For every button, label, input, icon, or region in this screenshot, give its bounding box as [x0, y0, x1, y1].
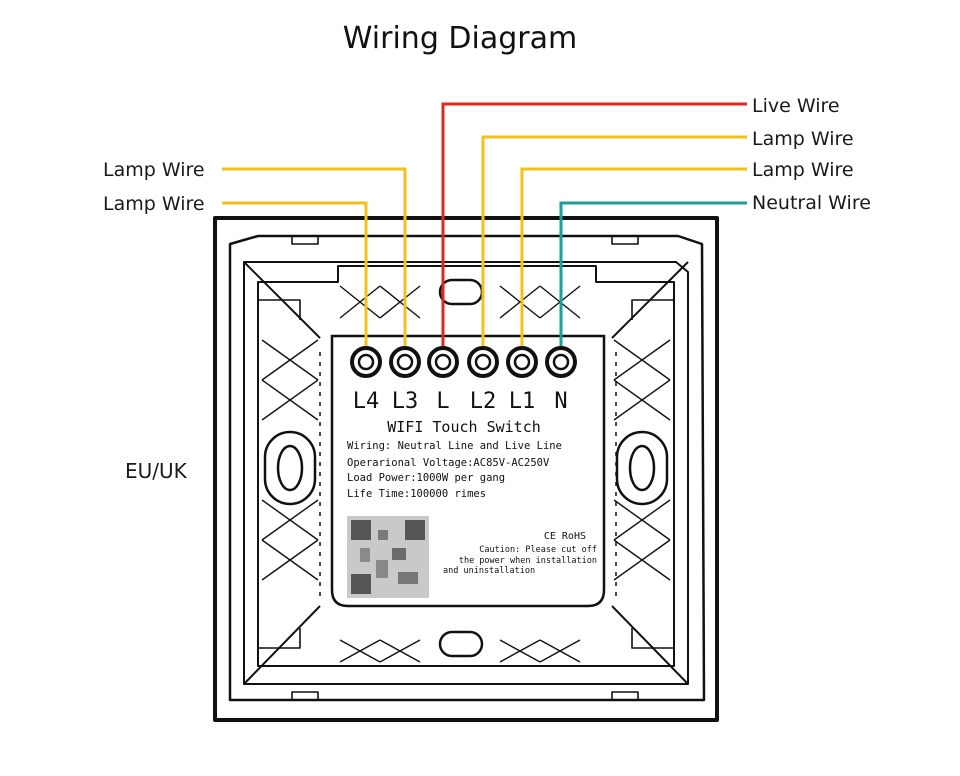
terminal-label-l2: L2 [470, 389, 497, 414]
spec-load-power: Load Power:1000W per gang [347, 472, 505, 484]
terminal-label-l1: L1 [509, 389, 536, 414]
spec-life-time: Life Time:100000 rimes [347, 488, 486, 500]
terminal-screw-l3 [389, 346, 421, 378]
wire-layer [222, 102, 747, 362]
region-label: EU/UK [125, 459, 188, 483]
wire-label-lamp-l4: Lamp Wire [103, 193, 205, 215]
terminal-label-n: N [554, 389, 567, 414]
terminal-screw-l4 [350, 346, 382, 378]
terminal-screw-n [545, 346, 577, 378]
terminal-label-l: L [436, 389, 449, 414]
terminal-layer [350, 346, 577, 378]
wire-live [441, 102, 747, 362]
product-name: WIFI Touch Switch [387, 418, 541, 436]
wire-lamp-l1 [520, 167, 747, 362]
caution-line-1: Caution: Please cut off [479, 545, 597, 555]
wire-label-lamp-l3: Lamp Wire [103, 159, 205, 181]
caution-line-3: and uninstallation [443, 566, 535, 576]
certification-marks: CE RoHS [544, 531, 586, 542]
spec-voltage: Operarional Voltage:AC85V-AC250V [347, 457, 550, 469]
switch-back-plate [213, 216, 719, 722]
qr-code [347, 516, 429, 598]
wire-lamp-l2 [481, 135, 747, 362]
wire-label-live: Live Wire [752, 95, 840, 117]
terminal-label-l4: L4 [353, 389, 380, 414]
wire-neutral [559, 201, 747, 362]
diagram-title: Wiring Diagram [343, 21, 577, 56]
terminal-screw-l [427, 346, 459, 378]
wire-lamp-l4 [222, 201, 368, 362]
wire-label-lamp-l1: Lamp Wire [752, 159, 854, 181]
caution-line-2: the power when installation [459, 556, 597, 566]
wire-label-neutral: Neutral Wire [752, 192, 871, 214]
spec-wiring: Wiring: Neutral Line and Live Line [347, 440, 562, 452]
terminal-screw-l2 [467, 346, 499, 378]
terminal-screw-l1 [506, 346, 538, 378]
wire-lamp-l3 [222, 167, 407, 362]
wire-label-lamp-l2: Lamp Wire [752, 128, 854, 150]
terminal-label-l3: L3 [392, 389, 419, 414]
